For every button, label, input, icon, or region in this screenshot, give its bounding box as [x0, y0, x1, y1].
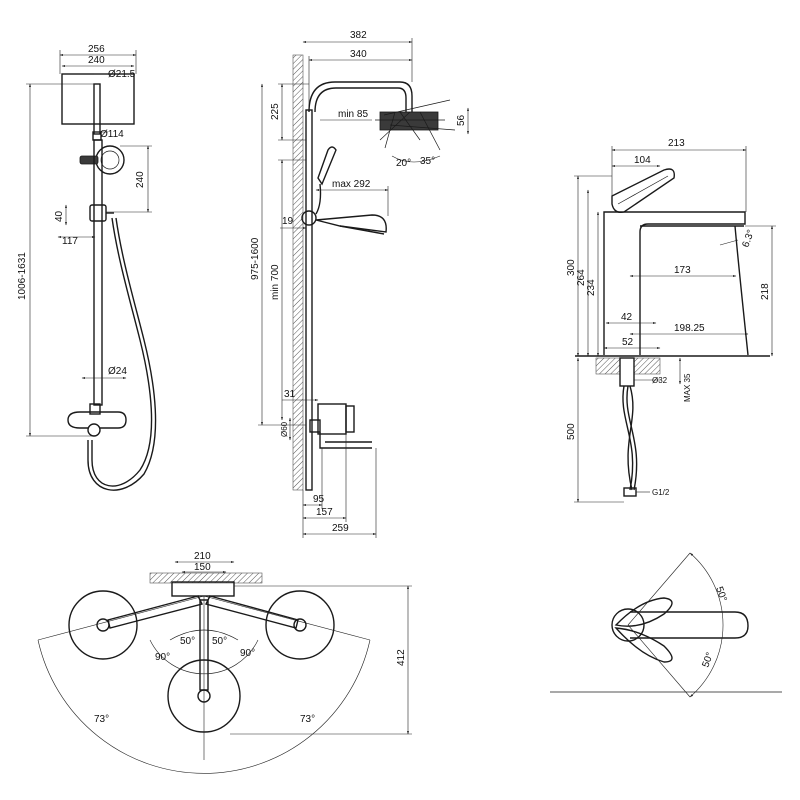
dim-31: 31 — [284, 389, 296, 400]
dim-d114: Ø114 — [100, 129, 124, 140]
basin-mixer-view: 213 104 6.3° 300 264 234 173 218 42 198.… — [566, 138, 776, 503]
dim-382: 382 — [350, 30, 367, 41]
shower-front-view: 256 240 Ø21.5 Ø114 240 40 117 Ø24 1006-1… — [17, 44, 157, 491]
dim-240: 240 — [88, 55, 105, 66]
dim-412: 412 — [396, 649, 407, 666]
dim-117: 117 — [62, 236, 78, 247]
dim-157: 157 — [316, 507, 333, 518]
dim-259: 259 — [332, 523, 349, 534]
dim-d24: Ø24 — [108, 366, 127, 377]
dim-56: 56 — [456, 114, 467, 126]
angle-73-left: 73° — [94, 714, 109, 725]
dim-40: 40 — [54, 210, 65, 222]
angle-90-left: 90° — [155, 652, 170, 663]
dim-225: 225 — [270, 103, 281, 120]
dim-max-292: max 292 — [332, 179, 371, 190]
dim-240-vertical: 240 — [135, 171, 146, 188]
dim-173: 173 — [674, 265, 691, 276]
dim-300: 300 — [566, 259, 577, 276]
dim-150: 150 — [194, 562, 211, 573]
dim-min-700: min 700 — [270, 264, 281, 300]
dim-1006-1631: 1006-1631 — [17, 252, 28, 300]
dim-213: 213 — [668, 138, 685, 149]
angle-90-right: 90° — [240, 648, 255, 659]
dim-264: 264 — [576, 269, 587, 286]
dim-min-85: min 85 — [338, 109, 368, 120]
angle-50-right: 50° — [212, 636, 227, 647]
dim-218: 218 — [760, 283, 771, 300]
angle-50-top: 50° — [713, 585, 729, 603]
dim-234: 234 — [586, 279, 597, 296]
dim-d32: Ø32 — [652, 376, 668, 385]
dim-d21-5: Ø21.5 — [108, 69, 136, 80]
dim-256: 256 — [88, 44, 105, 55]
dim-95: 95 — [313, 494, 325, 505]
angle-50-left: 50° — [180, 636, 195, 647]
dim-975-1600: 975-1600 — [250, 237, 261, 280]
dim-500: 500 — [566, 423, 577, 440]
handle-rotation-view: 50° 50° — [550, 552, 782, 698]
dim-42: 42 — [621, 312, 633, 323]
dim-340: 340 — [350, 49, 367, 60]
angle-73-right: 73° — [300, 714, 315, 725]
angle-50-bottom: 50° — [700, 651, 716, 669]
dim-104: 104 — [634, 155, 651, 166]
angle-6-3: 6.3° — [740, 228, 756, 249]
dim-19: 19 — [282, 216, 294, 227]
shower-side-view: 382 340 225 min 85 56 20° 35° max 292 19… — [250, 30, 470, 538]
dim-d60: Ø60 — [280, 421, 289, 437]
dim-198-25: 198.25 — [674, 323, 705, 334]
thread-g1-2: G1/2 — [652, 488, 670, 497]
dim-52: 52 — [622, 337, 634, 348]
angle-35: 35° — [420, 156, 435, 167]
angle-20: 20° — [396, 158, 411, 169]
dim-max-35: MAX 35 — [683, 373, 692, 402]
top-view: 210 150 50° 50° 90° 90° 73° 73° 412 — [37, 551, 412, 774]
dim-210: 210 — [194, 551, 211, 562]
